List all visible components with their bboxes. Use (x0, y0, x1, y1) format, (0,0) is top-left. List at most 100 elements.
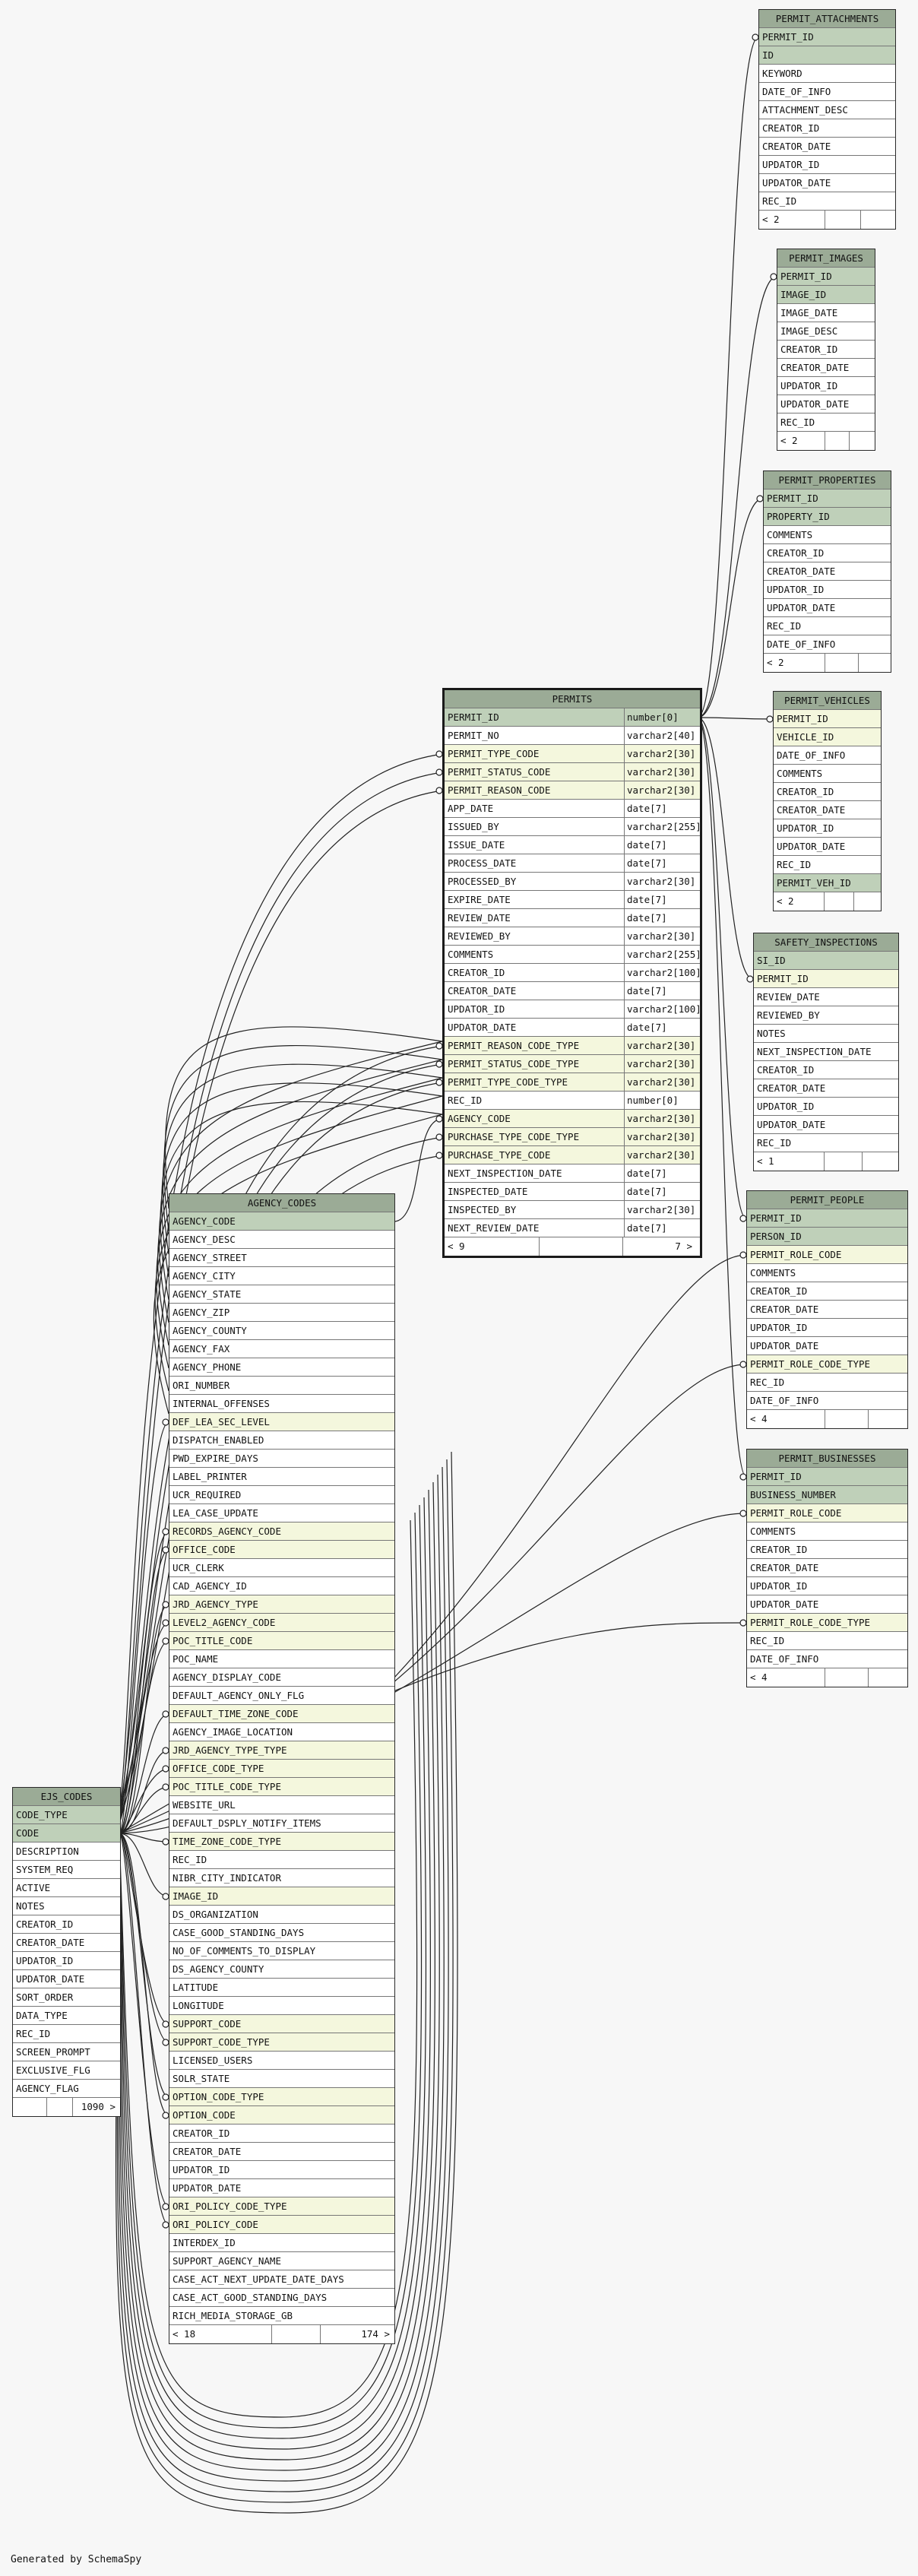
column-row[interactable]: POC_TITLE_CODE (169, 1632, 394, 1650)
column-row[interactable]: DATA_TYPE (13, 2007, 120, 2025)
column-row[interactable]: DS_AGENCY_COUNTY (169, 1960, 394, 1979)
column-row[interactable]: SCREEN_PROMPT (13, 2043, 120, 2061)
column-row[interactable]: PERMIT_ID (747, 1468, 907, 1486)
column-row[interactable]: COMMENTS (747, 1264, 907, 1282)
column-row[interactable]: WEBSITE_URL (169, 1796, 394, 1814)
column-row[interactable]: PERSON_ID (747, 1228, 907, 1246)
column-row[interactable]: PERMIT_ID (774, 710, 881, 728)
column-row[interactable]: AGENCY_ZIP (169, 1304, 394, 1322)
column-row[interactable]: DATE_OF_INFO (759, 83, 895, 101)
column-row[interactable]: PWD_EXPIRE_DAYS (169, 1450, 394, 1468)
column-row[interactable]: AGENCY_COUNTY (169, 1322, 394, 1340)
column-row[interactable]: AGENCY_STREET (169, 1249, 394, 1267)
column-row[interactable]: UPDATOR_DATE (754, 1116, 898, 1134)
column-row[interactable]: REC_ID (777, 413, 875, 432)
column-row[interactable]: UPDATOR_DATE (13, 1970, 120, 1988)
column-row[interactable]: CODE (13, 1824, 120, 1842)
column-row[interactable]: CREATOR_DATE (13, 1934, 120, 1952)
column-row[interactable]: OPTION_CODE (169, 2106, 394, 2124)
column-row[interactable]: DESCRIPTION (13, 1842, 120, 1861)
column-row[interactable]: CREATOR_ID (777, 341, 875, 359)
column-row[interactable]: INTERNAL_OFFENSES (169, 1395, 394, 1413)
column-row[interactable]: POC_NAME (169, 1650, 394, 1668)
column-row[interactable]: AGENCY_CODE (169, 1212, 394, 1231)
column-row[interactable]: PERMIT_ID (754, 970, 898, 988)
column-row[interactable]: REVIEW_DATE (754, 988, 898, 1006)
column-row[interactable]: LEVEL2_AGENCY_CODE (169, 1614, 394, 1632)
column-row[interactable]: AGENCY_DISPLAY_CODE (169, 1668, 394, 1687)
column-row[interactable]: UPDATOR_DATE (747, 1595, 907, 1614)
column-row[interactable]: KEYWORD (759, 65, 895, 83)
column-row[interactable]: ORI_POLICY_CODE_TYPE (169, 2197, 394, 2216)
column-row[interactable]: UPDATOR_ID (747, 1577, 907, 1595)
column-row[interactable]: VEHICLE_ID (774, 728, 881, 746)
column-row[interactable]: DS_ORGANIZATION (169, 1906, 394, 1924)
column-row[interactable]: DEF_LEA_SEC_LEVEL (169, 1413, 394, 1431)
column-row[interactable]: OFFICE_CODE_TYPE (169, 1760, 394, 1778)
column-row[interactable]: SOLR_STATE (169, 2070, 394, 2088)
column-row[interactable]: PERMIT_ROLE_CODE_TYPE (747, 1355, 907, 1374)
column-row[interactable]: DEFAULT_DSPLY_NOTIFY_ITEMS (169, 1814, 394, 1833)
column-row[interactable]: UPDATOR_ID (13, 1952, 120, 1970)
column-row[interactable]: LICENSED_USERS (169, 2052, 394, 2070)
column-row[interactable]: LEA_CASE_UPDATE (169, 1504, 394, 1522)
footer-cell[interactable]: 174 > (320, 2325, 393, 2343)
column-row[interactable]: ATTACHMENT_DESC (759, 101, 895, 119)
column-row[interactable]: CREATOR_ID (169, 2124, 394, 2143)
column-row[interactable]: DATE_OF_INFO (764, 635, 891, 654)
column-row[interactable]: COMMENTS (747, 1522, 907, 1541)
column-row[interactable]: PERMIT_ID (777, 268, 875, 286)
column-row[interactable]: CREATOR_ID (764, 544, 891, 562)
column-row[interactable]: CREATOR_DATE (169, 2143, 394, 2161)
column-row[interactable]: REC_ID (747, 1632, 907, 1650)
column-row[interactable]: RECORDS_AGENCY_CODE (169, 1522, 394, 1541)
column-row[interactable]: PERMIT_ID (759, 28, 895, 46)
column-row[interactable]: AGENCY_FLAG (13, 2080, 120, 2098)
column-row[interactable]: SYSTEM_REQ (13, 1861, 120, 1879)
column-row[interactable]: UPDATOR_DATE (777, 395, 875, 413)
column-row[interactable]: PERMIT_ROLE_CODE_TYPE (747, 1614, 907, 1632)
column-row[interactable]: UPDATOR_ID (754, 1098, 898, 1116)
column-row[interactable]: CREATOR_ID (774, 783, 881, 801)
footer-cell[interactable]: 1090 > (72, 2098, 119, 2116)
column-row[interactable]: CREATOR_ID (747, 1541, 907, 1559)
column-row[interactable]: REC_ID (13, 2025, 120, 2043)
column-row[interactable]: SUPPORT_CODE (169, 2015, 394, 2033)
column-row[interactable]: CREATOR_ID (13, 1915, 120, 1934)
column-row[interactable]: CASE_ACT_GOOD_STANDING_DAYS (169, 2289, 394, 2307)
column-row[interactable]: POC_TITLE_CODE_TYPE (169, 1778, 394, 1796)
column-row[interactable]: UPDATOR_ID (764, 581, 891, 599)
column-row[interactable]: UPDATOR_DATE (759, 174, 895, 192)
column-row[interactable]: REC_ID (764, 617, 891, 635)
column-row[interactable]: COMMENTS (774, 765, 881, 783)
column-row[interactable]: CREATOR_ID (759, 119, 895, 138)
column-row[interactable]: CREATOR_DATE (777, 359, 875, 377)
column-row[interactable]: DISPATCH_ENABLED (169, 1431, 394, 1450)
column-row[interactable]: NOTES (754, 1025, 898, 1043)
column-row[interactable]: AGENCY_PHONE (169, 1358, 394, 1377)
column-row[interactable]: LONGITUDE (169, 1997, 394, 2015)
column-row[interactable]: SUPPORT_CODE_TYPE (169, 2033, 394, 2052)
column-row[interactable]: ID (759, 46, 895, 65)
column-row[interactable]: ORI_POLICY_CODE (169, 2216, 394, 2234)
column-row[interactable]: IMAGE_ID (777, 286, 875, 304)
column-row[interactable]: UPDATOR_DATE (774, 838, 881, 856)
column-row[interactable]: UPDATOR_ID (777, 377, 875, 395)
column-row[interactable]: UPDATOR_DATE (764, 599, 891, 617)
